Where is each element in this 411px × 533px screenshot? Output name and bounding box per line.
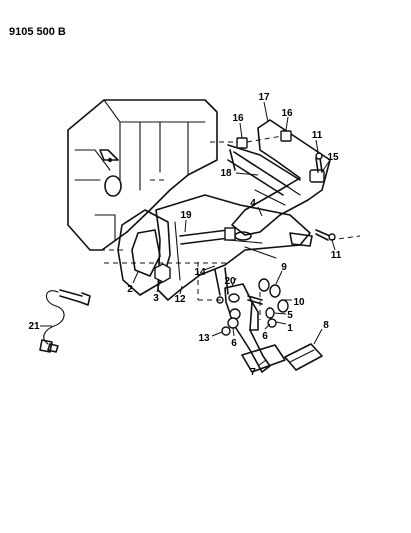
callout-6a: 6 bbox=[262, 331, 268, 342]
pedal-pivot-bracket bbox=[155, 194, 313, 301]
callout-16b: 16 bbox=[281, 108, 293, 119]
diagram-code: 9105 500 B bbox=[9, 26, 66, 38]
callout-6b: 6 bbox=[231, 338, 237, 349]
callout-11b: 11 bbox=[331, 250, 342, 261]
pedal-pad bbox=[284, 343, 323, 371]
spacer-stud bbox=[179, 227, 236, 245]
callout-3: 3 bbox=[153, 293, 159, 304]
callout-11a: 11 bbox=[312, 130, 323, 141]
callout-9: 9 bbox=[281, 262, 287, 273]
callout-18: 18 bbox=[220, 168, 232, 179]
callout-12: 12 bbox=[174, 294, 186, 305]
callout-4: 4 bbox=[250, 198, 256, 209]
dash-panel bbox=[67, 99, 218, 251]
bracket-nut bbox=[236, 130, 292, 149]
callout-17: 17 bbox=[258, 92, 270, 103]
callout-15: 15 bbox=[327, 152, 339, 163]
callout-21: 21 bbox=[28, 321, 40, 332]
callout-8: 8 bbox=[323, 320, 329, 331]
callout-16a: 16 bbox=[232, 113, 244, 124]
callout-13: 13 bbox=[198, 333, 210, 344]
callout-7: 7 bbox=[250, 367, 256, 378]
leader-lines bbox=[40, 101, 336, 367]
screw bbox=[315, 152, 336, 241]
support-rod bbox=[227, 151, 289, 196]
callout-2: 2 bbox=[127, 284, 133, 295]
nut bbox=[154, 263, 171, 283]
callout-14: 14 bbox=[194, 267, 206, 278]
pivot-hardware bbox=[214, 267, 289, 336]
callout-19: 19 bbox=[180, 210, 192, 221]
callout-5: 5 bbox=[287, 310, 293, 321]
callout-20: 20 bbox=[224, 276, 236, 287]
callout-1: 1 bbox=[287, 323, 293, 334]
brake-pedal bbox=[224, 283, 286, 373]
callout-labels: 17 16 16 11 15 18 4 11 19 2 3 12 14 20 9… bbox=[28, 92, 341, 378]
callout-10: 10 bbox=[293, 297, 305, 308]
stop-lamp-switch bbox=[39, 289, 91, 353]
alignment-lines bbox=[100, 135, 361, 320]
